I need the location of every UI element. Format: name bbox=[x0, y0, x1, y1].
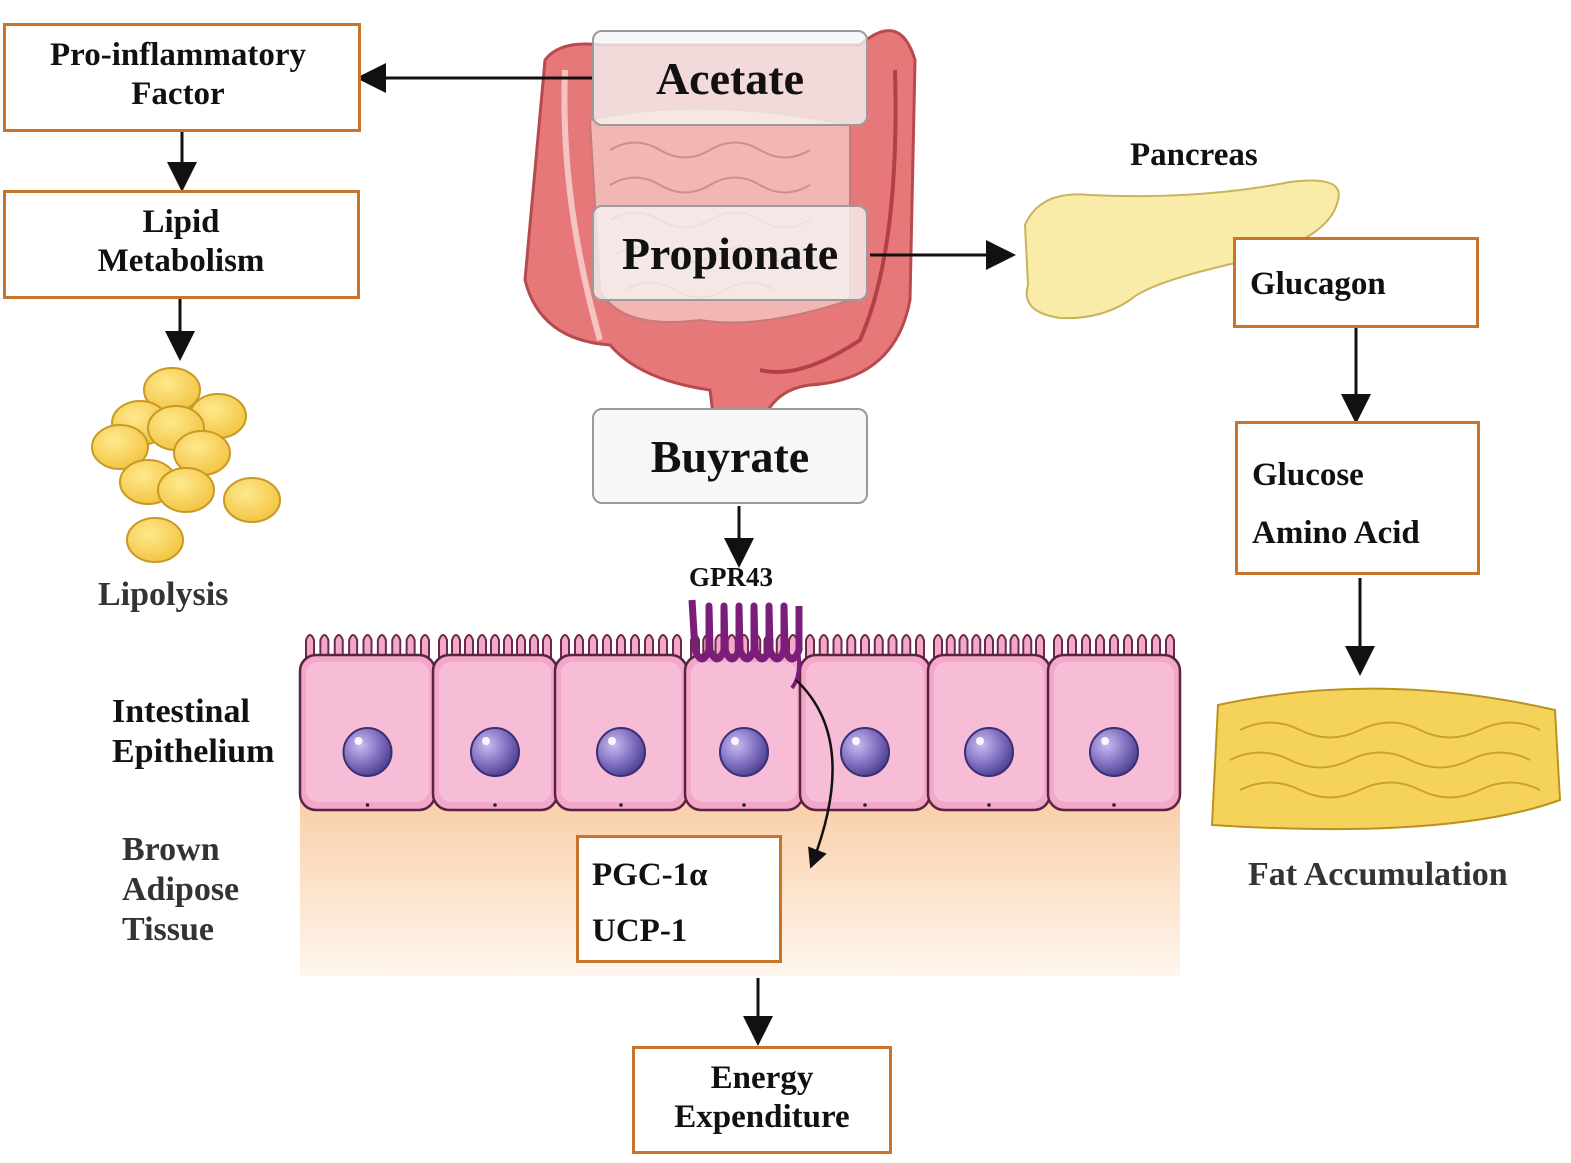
brown-adipose-line2: Adipose bbox=[122, 871, 240, 909]
nucleus-icon bbox=[840, 727, 890, 777]
gpr43-receptor-icon bbox=[688, 599, 803, 690]
lipid-droplets-illustration bbox=[91, 367, 281, 563]
pgc-ucp-box: PGC-1α UCP-1 bbox=[576, 835, 782, 963]
intestinal-epithelium-line2: Epithelium bbox=[112, 733, 275, 771]
gpr43-label: GPR43 bbox=[689, 562, 773, 592]
epithelial-cell bbox=[926, 634, 1052, 812]
pro-inflammatory-line1: Pro-inflammatory bbox=[50, 37, 306, 73]
intestinal-epithelium-line1: Intestinal bbox=[112, 693, 250, 730]
butyrate-box: Buyrate bbox=[592, 408, 868, 504]
epithelial-cell bbox=[1046, 634, 1182, 812]
pro-inflammatory-line2: Factor bbox=[131, 75, 225, 112]
nucleus-icon bbox=[1089, 727, 1139, 777]
lipid-metabolism-line2: Metabolism bbox=[97, 242, 265, 279]
glucose-label: Glucose bbox=[1252, 457, 1364, 493]
energy-expenditure-box: Energy Expenditure bbox=[632, 1046, 892, 1154]
nucleus-icon bbox=[342, 727, 393, 777]
pancreas-illustration bbox=[1023, 179, 1340, 320]
intestinal-epithelium-label: Intestinal Epithelium bbox=[112, 692, 274, 772]
acetate-box: Acetate bbox=[592, 30, 868, 126]
pathway-arrows bbox=[165, 63, 1375, 1046]
glucagon-label: Glucagon bbox=[1250, 266, 1386, 302]
acetate-label: Acetate bbox=[655, 52, 805, 104]
lipid-metabolism-label: Lipid Metabolism bbox=[6, 203, 356, 281]
amino-acid-label: Amino Acid bbox=[1252, 515, 1420, 551]
pro-inflammatory-box: Pro-inflammatory Factor bbox=[3, 23, 361, 132]
epithelial-cell bbox=[798, 634, 932, 812]
nucleus-icon bbox=[964, 727, 1014, 777]
epithelial-cell bbox=[431, 634, 559, 812]
intestinal-epithelium-cells bbox=[298, 634, 1182, 812]
nucleus-icon bbox=[596, 727, 646, 777]
glucose-amino-box: Glucose Amino Acid bbox=[1235, 421, 1480, 575]
glucagon-box: Glucagon bbox=[1233, 237, 1479, 328]
pgc1a-label: PGC-1α bbox=[592, 857, 708, 893]
epithelial-cell bbox=[298, 634, 437, 812]
nucleus-icon bbox=[470, 727, 520, 777]
ucp1-label: UCP-1 bbox=[592, 913, 688, 949]
fat-accumulation-label: Fat Accumulation bbox=[1248, 856, 1508, 893]
brown-adipose-line3: Tissue bbox=[122, 911, 214, 949]
pancreas-label: Pancreas bbox=[1130, 137, 1258, 173]
energy-expenditure-line1: Energy bbox=[710, 1060, 814, 1096]
pro-inflammatory-label: Pro-inflammatory Factor bbox=[18, 36, 338, 114]
propionate-label: Propionate bbox=[621, 227, 839, 279]
nucleus-icon bbox=[719, 727, 769, 777]
propionate-box: Propionate bbox=[592, 205, 868, 301]
energy-expenditure-line2: Expenditure bbox=[674, 1098, 850, 1135]
fat-tissue-illustration bbox=[1210, 687, 1562, 831]
brown-adipose-tissue-label: Brown Adipose Tissue bbox=[122, 830, 239, 950]
energy-expenditure-label: Energy Expenditure bbox=[635, 1059, 889, 1137]
lipid-metabolism-box: Lipid Metabolism bbox=[3, 190, 360, 299]
butyrate-label: Buyrate bbox=[650, 430, 810, 482]
lipolysis-label: Lipolysis bbox=[98, 576, 229, 613]
lipid-metabolism-line1: Lipid bbox=[142, 204, 220, 240]
brown-adipose-line1: Brown bbox=[122, 831, 220, 868]
epithelial-cell bbox=[553, 634, 689, 812]
